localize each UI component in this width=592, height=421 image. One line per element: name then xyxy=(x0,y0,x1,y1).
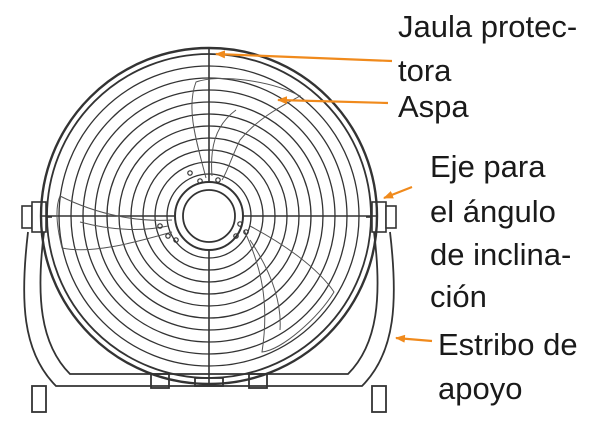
protective-cage xyxy=(39,46,379,386)
cage-label-line1: Jaula protec- xyxy=(398,9,578,44)
stand-label-line2: apoyo xyxy=(438,371,523,406)
tilt-axis-label-line1: Eje para xyxy=(430,149,546,184)
blade-label: Aspa xyxy=(398,89,469,124)
tilt-axis-label-line4: ción xyxy=(430,279,487,314)
cage-label-line2: tora xyxy=(398,53,452,88)
blade-rivets xyxy=(157,170,249,243)
tilt-axis-label-line3: de inclina- xyxy=(430,237,572,272)
callout-arrows xyxy=(215,50,433,343)
tilt-axis-knobs xyxy=(21,201,397,233)
tilt-axis-label-line2: el ángulo xyxy=(430,194,556,229)
hub xyxy=(174,181,244,251)
stand-label-line1: Estribo de xyxy=(438,327,578,362)
